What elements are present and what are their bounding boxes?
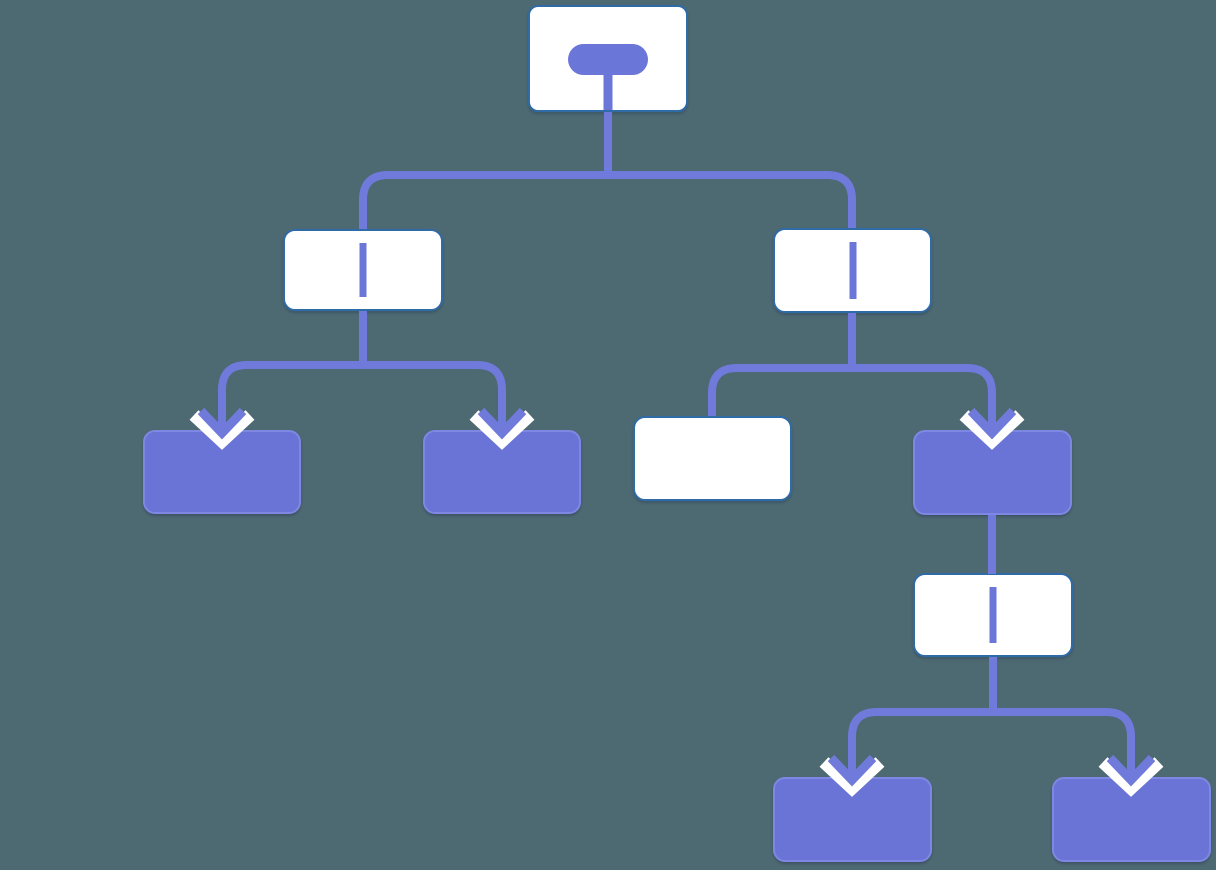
node-branch-left[interactable] [283,229,443,311]
node-node-right-purple[interactable] [913,430,1072,515]
divider-line [989,587,997,643]
node-branch-bottom[interactable] [913,573,1073,657]
divider-line [849,242,856,299]
node-leaf-mid-white[interactable] [633,416,792,501]
node-leaf-left-1[interactable] [143,430,301,514]
node-root[interactable] [528,5,688,112]
node-leaf-left-2[interactable] [423,430,581,514]
pill-stem-line [603,69,613,110]
divider-line [359,243,367,297]
connector-level1-bar [359,171,856,229]
node-leaf-bottom-1[interactable] [773,777,932,862]
connector-bottom-bar [848,708,1135,776]
connector-left-bar [218,361,506,429]
node-leaf-bottom-2[interactable] [1052,777,1211,862]
node-branch-right[interactable] [773,228,932,313]
